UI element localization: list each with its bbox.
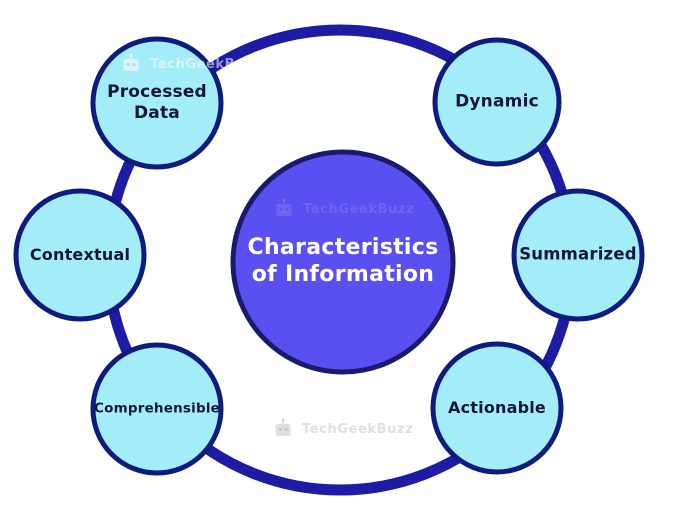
node-label-summarized: Summarized [519,244,637,264]
node-circle-comprehensible [90,342,224,476]
node-circle-processed-data [90,36,224,170]
center-circle [230,149,456,375]
node-label-processed-data: Processed Data [107,81,207,123]
node-circle-contextual [13,188,147,322]
node-label-actionable: Actionable [448,398,546,417]
node-label-dynamic: Dynamic [455,91,539,112]
node-label-contextual: Contextual [29,245,131,264]
node-circle-dynamic [432,37,562,167]
center-label: Characteristics of Information [247,235,439,287]
node-circle-actionable [430,341,564,475]
node-label-comprehensible: Comprehensible [94,400,221,417]
node-circle-summarized [511,188,645,322]
